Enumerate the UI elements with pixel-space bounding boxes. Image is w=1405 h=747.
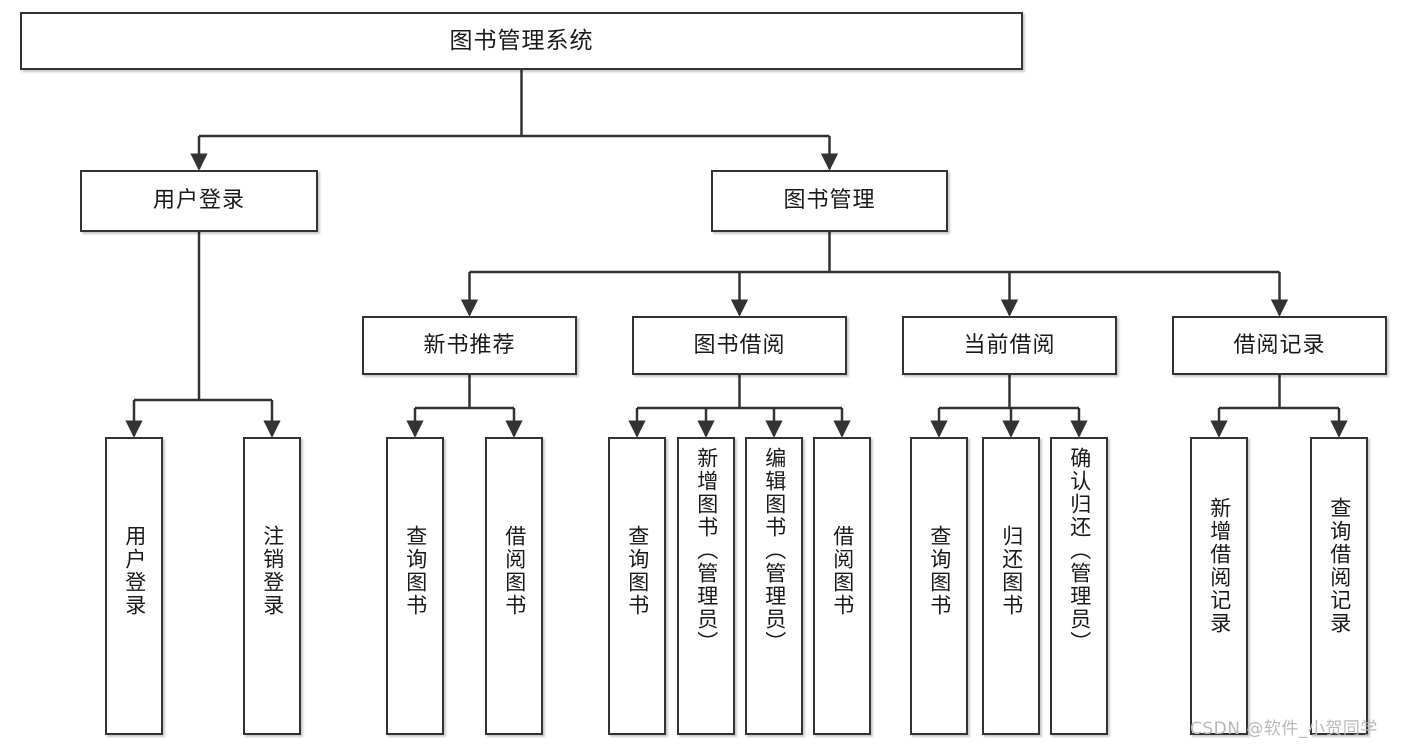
node-leaf-cur-query[interactable]: 查询图书: [910, 437, 968, 735]
node-label: 图书管理系统: [449, 27, 594, 54]
node-new-book-rec[interactable]: 新书推荐: [362, 316, 577, 375]
node-label: 图书借阅: [693, 332, 786, 358]
node-label: 查询借阅记录: [1327, 497, 1352, 635]
node-label: 注销登录: [260, 525, 285, 617]
node-label: 用户登录: [122, 525, 147, 617]
node-leaf-user-logout[interactable]: 注销登录: [243, 437, 301, 735]
node-label: 查询图书: [625, 525, 650, 617]
node-label: 查询图书: [403, 525, 428, 617]
node-leaf-borrow-add[interactable]: 新增图书（管理员）: [677, 437, 735, 735]
node-borrow-record[interactable]: 借阅记录: [1172, 316, 1387, 375]
node-leaf-user-login[interactable]: 用户登录: [105, 437, 163, 735]
node-root[interactable]: 图书管理系统: [20, 12, 1023, 70]
node-book-manage[interactable]: 图书管理: [711, 170, 948, 232]
node-label: 查询图书: [927, 525, 952, 617]
node-leaf-rec-borrow[interactable]: 借阅图书: [485, 437, 543, 735]
connector-lines: [125, 70, 1348, 438]
node-label: 归还图书: [999, 525, 1024, 617]
node-label: 用户登录: [152, 188, 245, 213]
node-leaf-cur-return[interactable]: 归还图书: [982, 437, 1040, 735]
watermark-label: CSDN @软件_小贺同学: [1190, 719, 1378, 739]
node-leaf-record-query[interactable]: 查询借阅记录: [1310, 437, 1368, 735]
node-label: 新书推荐: [423, 332, 516, 358]
node-label: 确认归还（管理员）: [1067, 447, 1092, 654]
node-user-login[interactable]: 用户登录: [80, 170, 318, 232]
node-leaf-borrow-lend[interactable]: 借阅图书: [813, 437, 871, 735]
node-leaf-record-add[interactable]: 新增借阅记录: [1190, 437, 1248, 735]
node-label: 借阅记录: [1233, 332, 1326, 358]
node-label: 图书管理: [783, 188, 876, 213]
node-book-borrow[interactable]: 图书借阅: [632, 316, 847, 375]
node-label: 新增图书（管理员）: [694, 447, 719, 654]
node-leaf-borrow-query[interactable]: 查询图书: [608, 437, 666, 735]
node-leaf-borrow-edit[interactable]: 编辑图书（管理员）: [745, 437, 803, 735]
node-leaf-rec-query[interactable]: 查询图书: [386, 437, 444, 735]
node-label: 新增借阅记录: [1207, 497, 1232, 635]
node-label: 编辑图书（管理员）: [762, 447, 787, 654]
node-label: 当前借阅: [963, 332, 1056, 358]
node-current-borrow[interactable]: 当前借阅: [902, 316, 1117, 375]
node-leaf-cur-confirm[interactable]: 确认归还（管理员）: [1050, 437, 1108, 735]
node-label: 借阅图书: [830, 525, 855, 617]
node-label: 借阅图书: [502, 525, 527, 617]
